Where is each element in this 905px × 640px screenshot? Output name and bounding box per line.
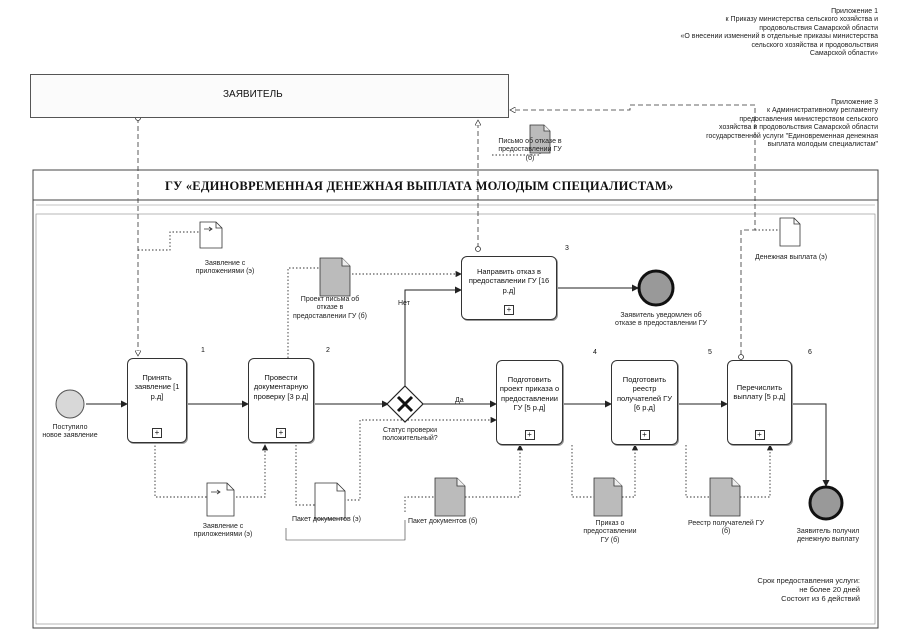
task-send-refusal[interactable]: Направить отказ в предоставлении ГУ [16 … [461,256,557,320]
expand-icon[interactable]: + [276,428,286,438]
end-event-paid-label: Заявитель получил денежную выплату [796,528,860,544]
doc-label-payment: Денежная выплата (э) [755,254,828,261]
task-transfer-payment[interactable]: Перечислить выплату [5 р.д] + [727,360,792,445]
doc-label-refusal-draft: Проект письма об отказе в предоставлении… [293,296,367,320]
gateway-label: Статус проверки положительный? [382,427,438,443]
gateway-yes-label: Да [455,397,464,404]
doc-label-order: Приказ о предоставлении ГУ (б) [583,520,637,544]
doc-label-app-top: Заявление с приложениями (э) [195,260,255,276]
task-document-check[interactable]: Провести документарную проверку [3 р.д] … [248,358,314,443]
document-icon-refusal-draft [319,257,351,297]
service-term-note: Срок предоставления услуги: не более 20 … [757,576,860,603]
doc-label-app-bottom: Заявление с приложениями (э) [193,523,253,539]
task-accept-application[interactable]: Принять заявление [1 р.д] + [127,358,187,443]
task-number: 6 [808,349,812,356]
document-icon-app-bottom [206,482,235,517]
document-icon-registry [709,477,741,517]
task-label: Принять заявление [1 р.д] [134,373,180,401]
task-label: Провести документарную проверку [3 р.д] [253,373,309,401]
pool-title: ГУ «ЕДИНОВРЕМЕННАЯ ДЕНЕЖНАЯ ВЫПЛАТА МОЛО… [165,179,674,193]
task-label: Перечислить выплату [5 р.д] [733,383,786,402]
task-prepare-order[interactable]: Подготовить проект приказа о предоставле… [496,360,563,445]
doc-label-registry: Реестр получателей ГУ (б) [687,520,765,536]
document-icon-app-top [199,221,223,249]
end-event-paid[interactable] [808,485,844,521]
end-event-refused-label: Заявитель уведомлен об отказе в предоста… [615,312,707,328]
task-number: 3 [565,245,569,252]
start-event-label: Поступило новое заявление [42,424,98,440]
document-icon-package-b [434,477,466,517]
document-icon-refusal-letter [529,124,551,154]
task-label: Подготовить реестр получателей ГУ [6 р.д… [616,375,673,413]
task-number: 4 [593,349,597,356]
annex3-note: Приложение 3 к Административному регламе… [706,99,878,148]
task-label: Направить отказ в предоставлении ГУ [16 … [468,267,550,295]
doc-label-package-e: Пакет документов (э) [292,516,361,523]
doc-label-refusal-letter: Письмо об отказе в предоставлении ГУ (б) [498,138,562,162]
gateway-no-label: Нет [398,300,410,307]
document-icon-payment [779,217,801,247]
applicant-pool[interactable]: ЗАЯВИТЕЛЬ [30,74,509,118]
exclusive-gateway[interactable] [386,385,424,423]
expand-icon[interactable]: + [152,428,162,438]
expand-icon[interactable]: + [639,430,650,440]
task-label: Подготовить проект приказа о предоставле… [499,375,560,413]
documents [199,124,801,520]
applicant-label: ЗАЯВИТЕЛЬ [223,89,283,100]
task-number: 5 [708,349,712,356]
task-number: 2 [326,347,330,354]
message-flows [136,104,756,360]
task-number: 1 [201,347,205,354]
annex1-note: Приложение 1 к Приказу министерства сель… [680,8,878,57]
expand-icon[interactable]: + [504,305,514,315]
doc-label-package-b: Пакет документов (б) [408,518,478,525]
data-associations [138,125,780,512]
document-icon-package-e [314,482,346,520]
end-event-refused[interactable] [637,269,675,307]
pool-frame [32,169,879,629]
expand-icon[interactable]: + [524,430,535,440]
document-icon-order [593,477,623,517]
lane-frame [35,213,876,625]
start-event[interactable] [55,389,85,419]
sequence-flows [86,284,830,487]
task-prepare-registry[interactable]: Подготовить реестр получателей ГУ [6 р.д… [611,360,678,445]
expand-icon[interactable]: + [754,430,765,440]
